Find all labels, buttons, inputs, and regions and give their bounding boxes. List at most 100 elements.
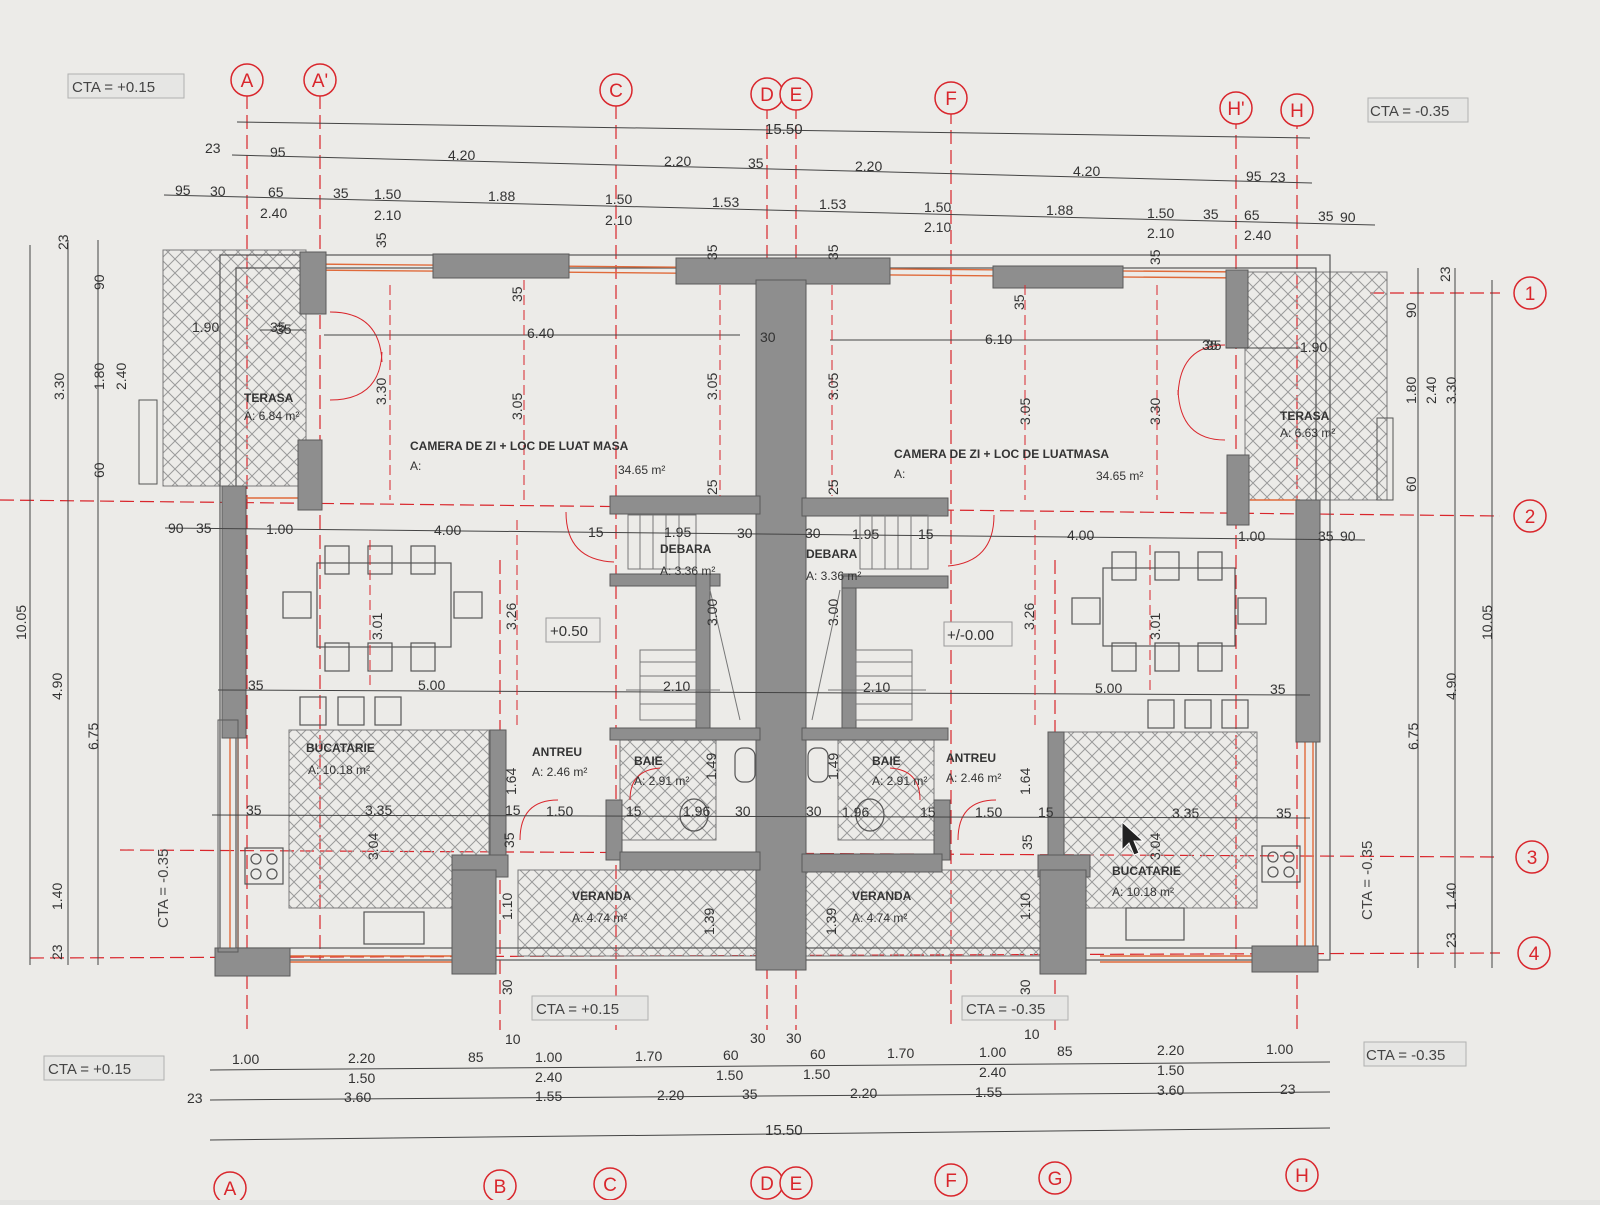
dim-label: 15 [626,803,642,819]
right-axis-label: 4 [1529,944,1540,965]
dim-label: 35 [333,185,349,201]
dim-label: 5.00 [418,677,445,693]
dim-label: 2.10 [924,219,951,235]
dining-table-right [1102,567,1236,647]
bottom-axis-bubble: C [593,1167,627,1201]
dim-label: 1.90 [192,319,219,335]
bottom-dimension-row-1-lower: 1.50 2.40 1.50 1.50 2.40 1.50 [348,1062,1184,1086]
dim-label: 10 [1024,1026,1040,1042]
wall-segment [801,727,949,741]
dim-label: 1.50 [605,191,632,207]
wall-segment [1226,454,1250,526]
basin-left [679,798,709,832]
dim-label: 35 [248,677,264,693]
dim-label: 2.40 [535,1069,562,1085]
cta-top-left: CTA = +0.15 [72,79,155,96]
dim-label: 90 [91,274,107,290]
wall-segment [609,495,761,515]
dim-label: 2.20 [1157,1042,1184,1058]
dim-label: 85 [468,1049,484,1065]
dim-label: 1.39 [823,908,839,935]
dim-label: 2.40 [1423,377,1439,404]
cta-bottom-mid-right: CTA = -0.35 [966,1001,1045,1018]
room-name-camera-right: CAMERA DE ZI + LOC DE LUATMASA [894,447,1109,461]
wall-segment [297,439,323,511]
room-name-terasa-right: TERASA [1280,409,1330,423]
wall-segment [1225,269,1249,349]
bottom-axis-bubble: A [213,1171,247,1205]
terrace-benches [138,399,1394,501]
dim-label: 35 [1147,249,1163,265]
wall-segment [619,851,761,871]
wall-segment [221,485,247,739]
dim-label: 15 [918,526,934,542]
dim-label: 25 [704,479,720,495]
dim-label: 3.05 [1017,398,1033,425]
level-left: +0.50 [550,623,588,640]
dim-label: 3.30 [1443,377,1459,404]
dim-label: 90 [168,520,184,536]
dim-label: 2.20 [657,1087,684,1103]
veranda-left-hatch [517,869,757,957]
dim-label: 1.96 [683,803,710,819]
dim-label: 3.04 [1147,833,1163,860]
stair-left-upper [627,514,697,570]
dim-label: 2.10 [605,212,632,228]
room-prefix-camera-left: A: [410,459,421,473]
top-axis-bubble: A [230,63,264,97]
dim-label: 1.80 [91,363,107,390]
dim-label: 1.95 [852,526,879,542]
dim-label: 3.60 [1157,1082,1184,1098]
dim-label: 23 [55,234,71,250]
dim-label: 1.80 [1403,377,1419,404]
wall-segment [992,265,1124,289]
dim-label: 1.88 [1046,202,1073,218]
top-axis-bubble: H' [1219,91,1253,125]
room-area-veranda-right: A: 4.74 m² [852,911,907,925]
toilet-right [807,747,829,783]
bottom-dimension-row-2: 23 3.60 1.55 2.20 35 2.20 1.55 3.60 23 [187,1081,1296,1106]
dim-label: 30 [737,525,753,541]
dim-label: 1.70 [635,1048,662,1064]
dim-label: 35 [1202,337,1218,353]
sink-left [363,911,425,945]
dim-label: 1.64 [503,768,519,795]
party-wall [755,279,807,971]
dim-label: 35 [748,155,764,171]
dim-label: 60 [723,1047,739,1063]
baie-left-hatch [619,739,717,841]
dim-label: 23 [205,140,221,156]
top-axis-label: D [760,85,774,106]
dim-label: 35 [509,286,525,302]
dim-label: 35 [270,319,286,335]
dim-label: 2.10 [663,678,690,694]
dim-label: 3.26 [1021,603,1037,630]
room-area-antreu-right: A: 2.46 m² [946,771,1001,785]
dim-label: 4.00 [434,522,461,538]
dim-label: 30 [1017,979,1033,995]
top-axis-label: H [1290,101,1304,122]
mouse-cursor-icon [1121,820,1145,856]
dim-label: 4.00 [1067,527,1094,543]
room-area-bucatarie-left: A: 10.18 m² [308,763,370,777]
top-dimension-row-3: 95 30 65 35 1.50 1.88 1.50 1.53 1.53 1.5… [175,182,1356,225]
dim-label: 35 [1270,681,1286,697]
room-name-veranda-left: VERANDA [572,889,632,903]
dim-label: 1.50 [803,1066,830,1082]
bucatarie-right-hatch [1056,731,1258,909]
bottom-axis-bubble: E [779,1166,813,1200]
dim-overall-bottom: 15.50 [765,1122,803,1139]
stove-right [1261,845,1301,883]
dim-label: 1.39 [701,908,717,935]
bottom-axis-label: F [945,1171,957,1192]
dim-label: 35 [1203,206,1219,222]
dim-label: 1.70 [887,1045,914,1061]
dim-label: 1.50 [546,803,573,819]
dim-label: 30 [750,1030,766,1046]
door-swing [329,351,383,401]
dim-label: 95 [1246,168,1262,184]
room-area-baie-right: A: 2.91 m² [872,774,927,788]
dim-label: 30 [786,1030,802,1046]
dim-label: 60 [1403,476,1419,492]
top-axis-label: A' [312,71,328,92]
